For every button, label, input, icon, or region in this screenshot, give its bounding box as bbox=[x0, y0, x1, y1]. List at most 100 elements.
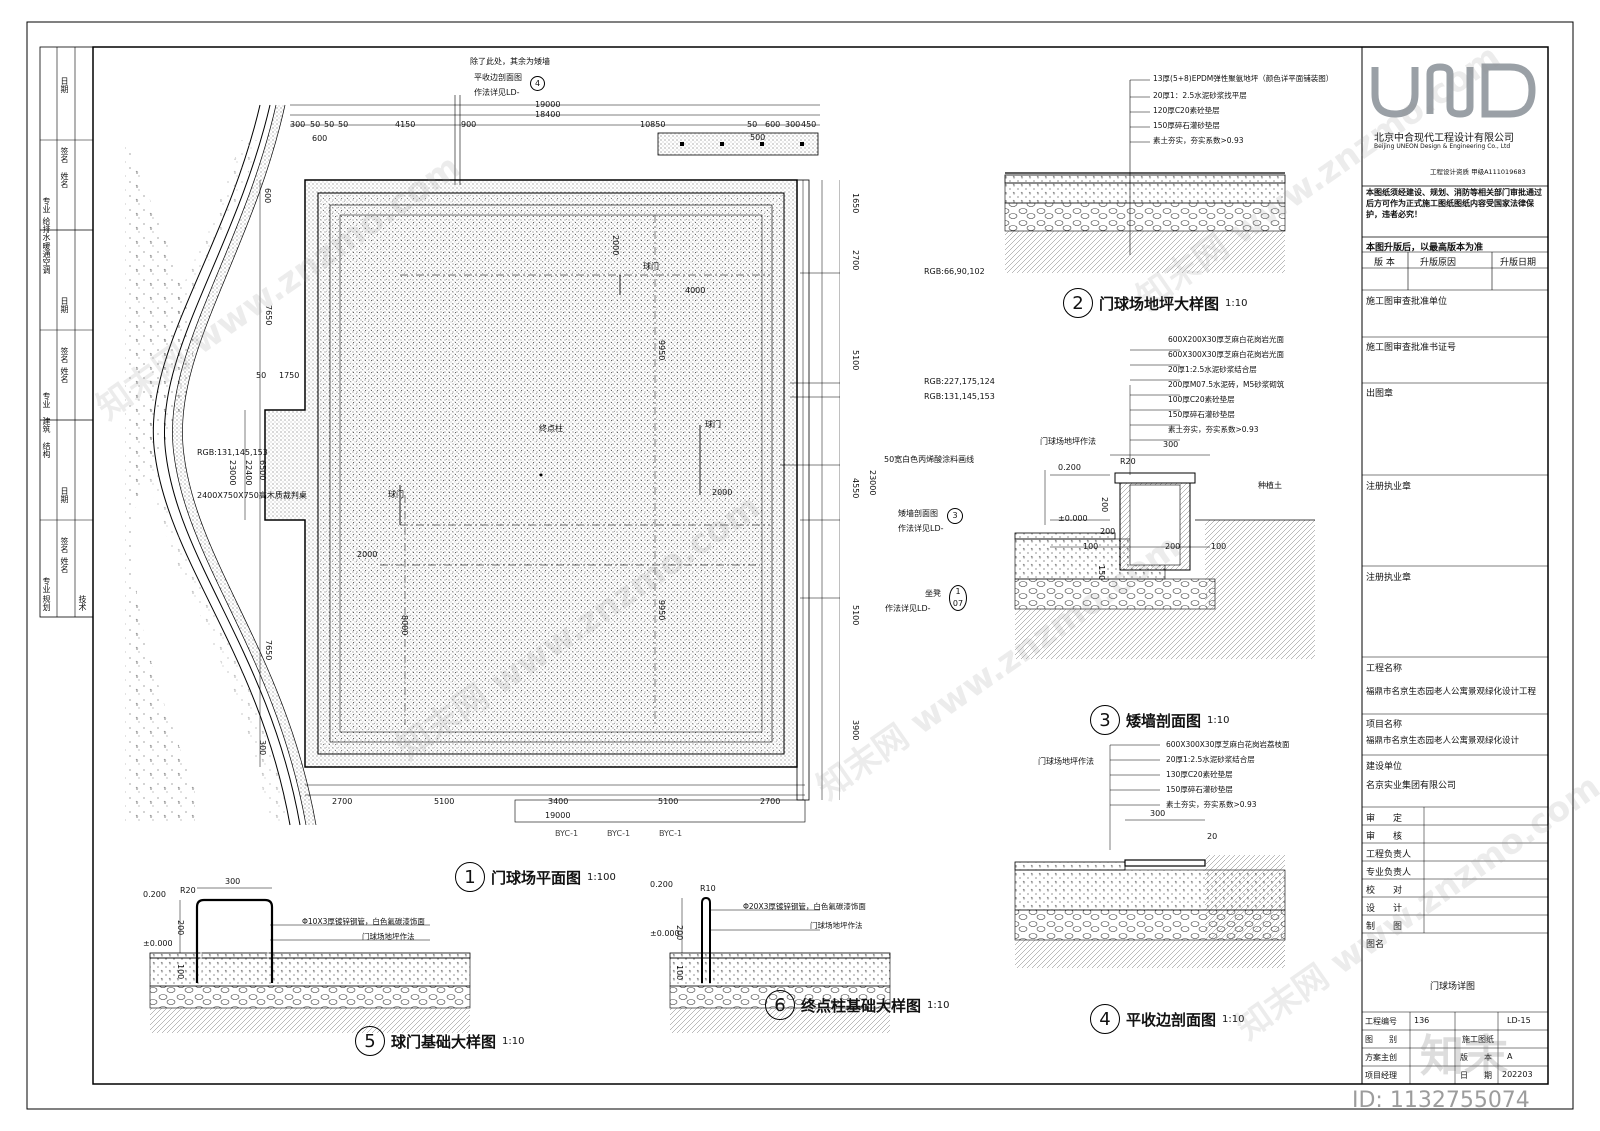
plan-dim-left: 1750 bbox=[279, 371, 300, 380]
detail3-layer: 600X200X30厚芝麻白花岗岩光面 bbox=[1168, 335, 1284, 344]
inner-dim: 2000 bbox=[357, 550, 378, 559]
detail4-title-text: 平收边剖面图 bbox=[1126, 1010, 1217, 1029]
company-logo bbox=[1370, 59, 1538, 121]
strip-cell: 日期 bbox=[60, 77, 69, 93]
detail6-num: 6 bbox=[765, 990, 795, 1020]
drawing-name: 门球场详图 bbox=[1430, 982, 1476, 992]
detail3-drawing bbox=[1014, 349, 1315, 659]
plan-dim: 50 bbox=[747, 120, 758, 129]
inner-dim: 2000 bbox=[712, 488, 733, 497]
project-label: 工程名称 bbox=[1366, 664, 1403, 674]
wall-ref-callout: 矮墙剖面图 bbox=[898, 509, 938, 518]
plan-dim-right: 5100 bbox=[851, 350, 860, 371]
version-header: 升版原因 bbox=[1420, 258, 1457, 268]
detail2-layer: 150厚碎石灌砂垫层 bbox=[1153, 121, 1220, 130]
detail5-dim: 200 bbox=[176, 920, 185, 936]
plan-bottom-tag: BYC-1 bbox=[659, 829, 683, 838]
plan-dim-bottom: 5100 bbox=[658, 797, 679, 806]
detail3-dim: 200 bbox=[1100, 527, 1116, 536]
detail5-scale: 1:10 bbox=[502, 1035, 525, 1047]
detail6-dim: 200 bbox=[675, 925, 684, 941]
strip-cell: 签名 bbox=[60, 347, 69, 363]
category-label: 图 别 bbox=[1365, 1035, 1397, 1044]
rgb-callout: RGB:66,90,102 bbox=[924, 267, 985, 276]
watermark-id: ID: 1132755074 bbox=[1352, 1088, 1530, 1113]
inner-dim: 9950 bbox=[657, 340, 666, 361]
detail4-scale: 1:10 bbox=[1222, 1013, 1245, 1025]
sign-row: 制 图 bbox=[1366, 922, 1403, 932]
detail6-title: 6 终点柱基础大样图 1:10 bbox=[765, 990, 949, 1020]
detail2-layer: 素土夯实，夯实系数>0.93 bbox=[1153, 136, 1244, 145]
detail3-dim: 100 bbox=[1083, 542, 1099, 551]
plan-dim: 600 bbox=[765, 120, 781, 129]
detail6-title-text: 终点柱基础大样图 bbox=[801, 996, 922, 1015]
detail2-drawing bbox=[1004, 79, 1286, 273]
project-no: 136 bbox=[1414, 1016, 1430, 1025]
plan-dim: 500 bbox=[750, 133, 766, 142]
review-unit: 施工图审查批准单位 bbox=[1366, 297, 1448, 307]
plan-dim-left: 22400 bbox=[244, 460, 253, 486]
plan-dim-left: 300 bbox=[258, 740, 267, 756]
plan-title-text: 门球场平面图 bbox=[491, 868, 582, 887]
detail4-layer: 130厚C20素砼垫层 bbox=[1166, 770, 1233, 779]
strip-cell: 姓名 bbox=[60, 557, 69, 573]
detail2-layer: 120厚C20素砼垫层 bbox=[1153, 106, 1220, 115]
stamp-label: 出图章 bbox=[1366, 389, 1394, 399]
detail6-dim: R10 bbox=[700, 884, 716, 893]
plan-dim-right: 1650 bbox=[851, 193, 860, 214]
detail5-dim: R20 bbox=[180, 886, 196, 895]
item-label: 项目名称 bbox=[1366, 720, 1403, 730]
detail4-drawing bbox=[1014, 744, 1286, 968]
strip-cell: 专业 bbox=[42, 197, 51, 213]
detail3-plant-note: 种植土 bbox=[1258, 481, 1282, 490]
plan-dim-left: 6500 bbox=[258, 460, 267, 481]
rgb-left-callout: RGB:131,145,153 bbox=[197, 448, 268, 457]
date-label: 日 期 bbox=[1460, 1071, 1492, 1080]
detail2-layer: 20厚1：2.5水泥砂浆找平层 bbox=[1153, 91, 1247, 100]
detail4-layer: 150厚碎石灌砂垫层 bbox=[1166, 785, 1233, 794]
plan-dim-left: 7650 bbox=[264, 305, 273, 326]
item-name: 福鼎市名京生态园老人公寓景观绿化设计 bbox=[1366, 736, 1520, 746]
detail3-title: 3 矮墙剖面图 1:10 bbox=[1090, 705, 1229, 735]
version-label: 版 本 bbox=[1460, 1053, 1492, 1062]
strip-cell: 专业 bbox=[42, 392, 51, 408]
plan-bottom-tag: BYC-1 bbox=[607, 829, 631, 838]
detail3-dim: 200 bbox=[1165, 542, 1181, 551]
seat-ref-num-top: 1 bbox=[955, 587, 961, 596]
plan-dim: 450 bbox=[801, 120, 817, 129]
plan-dim-right: 4550 bbox=[851, 478, 860, 499]
detail5-dim: 100 bbox=[176, 964, 185, 980]
detail4-dim: 300 bbox=[1150, 809, 1166, 818]
detail2-layer: 13厚(5+8)EPDM弹性聚氨地坪（颜色详平面铺装图） bbox=[1153, 74, 1334, 83]
detail5-title-text: 球门基础大样图 bbox=[391, 1032, 497, 1051]
plan-dim-left: 7650 bbox=[264, 640, 273, 661]
detail3-left-note: 门球场地坪作法 bbox=[1040, 437, 1096, 446]
detail6-scale: 1:10 bbox=[927, 999, 950, 1011]
sign-row: 校 对 bbox=[1366, 886, 1403, 896]
detail4-title: 4 平收边剖面图 1:10 bbox=[1090, 1004, 1244, 1034]
detail5-dim: 300 bbox=[225, 877, 241, 886]
reg-stamp-1: 注册执业章 bbox=[1366, 482, 1412, 492]
plan-dim: 50 bbox=[338, 120, 349, 129]
plan-dim-19000: 19000 bbox=[535, 100, 561, 109]
strip-cell: 姓名 bbox=[60, 367, 69, 383]
detail3-dim: 150 bbox=[1097, 565, 1106, 581]
strip-cell: 日期 bbox=[60, 487, 69, 503]
warning-note: 本图纸须经建设、规划、消防等相关部门审批通过后方可作为正式施工图纸图纸内容受国家… bbox=[1366, 188, 1542, 219]
drawing-label: 图名 bbox=[1366, 940, 1385, 950]
scheme-label: 方案主创 bbox=[1365, 1053, 1397, 1062]
detail3-elev: ±0.000 bbox=[1058, 514, 1088, 523]
strip-cell: 暖通空调 bbox=[42, 242, 51, 274]
plan-dim-bottom: 2700 bbox=[332, 797, 353, 806]
plan-dim: 300 bbox=[785, 120, 801, 129]
strip-cell: 姓名 bbox=[60, 172, 69, 188]
plan-dim-left: 600 bbox=[263, 188, 272, 204]
strip-cell: 签名 bbox=[60, 537, 69, 553]
plan-dim-right: 3900 bbox=[851, 720, 860, 741]
strip-cell: 技术 bbox=[78, 595, 87, 611]
plan-dim-18400: 18400 bbox=[535, 110, 561, 119]
plan-title-scale: 1:100 bbox=[587, 871, 616, 883]
detail5-elev: 0.200 bbox=[143, 890, 166, 899]
plan-dim: 50 bbox=[310, 120, 321, 129]
